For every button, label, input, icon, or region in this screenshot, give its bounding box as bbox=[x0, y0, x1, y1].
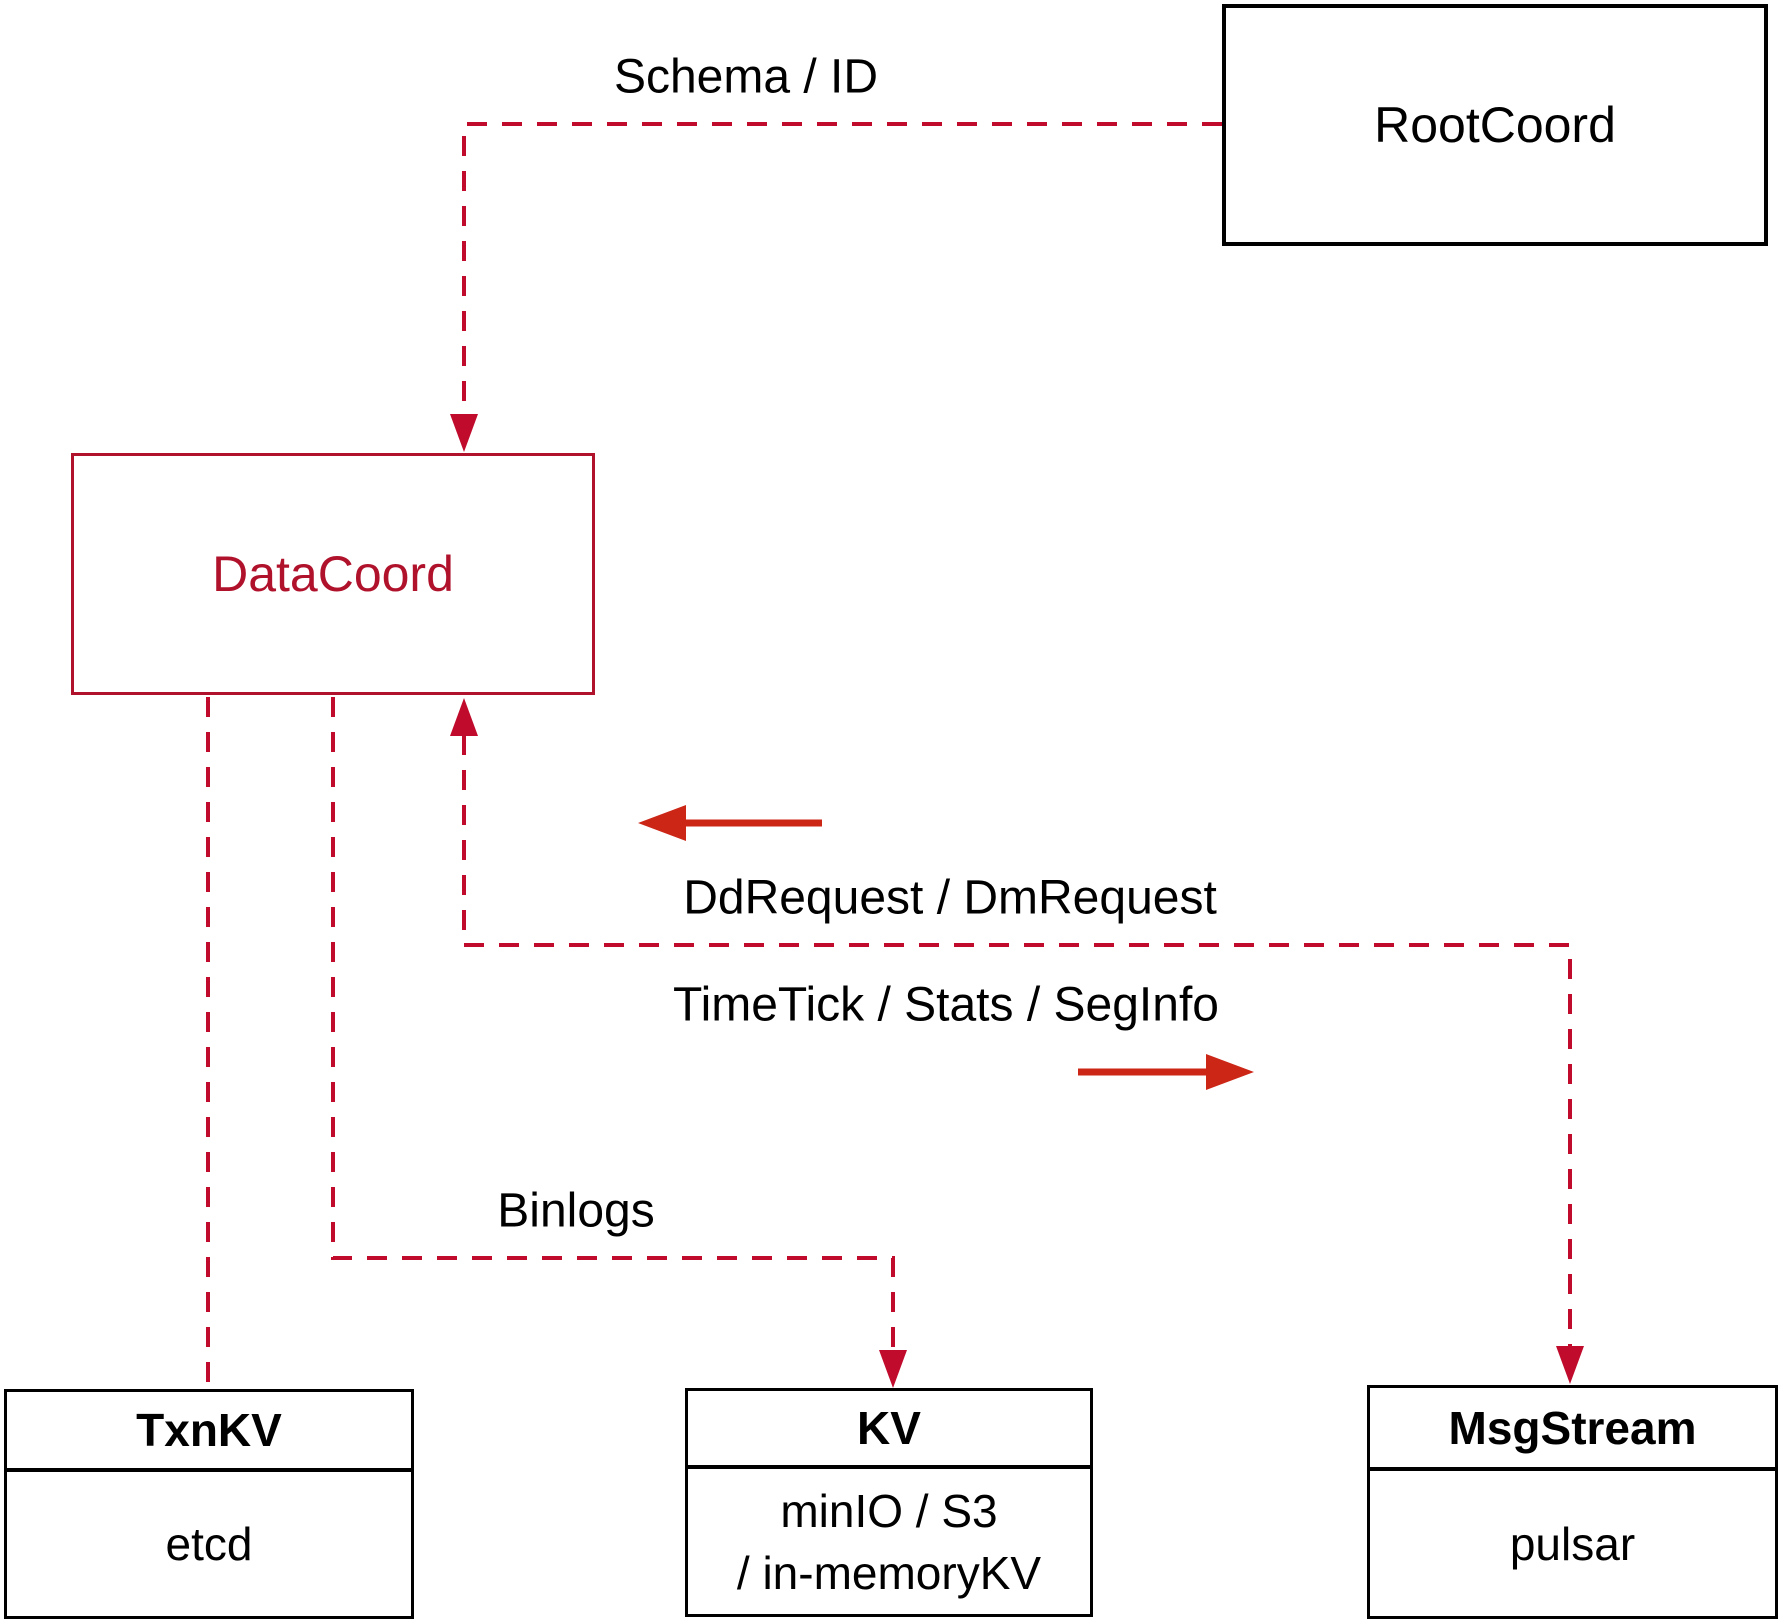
kv-header: KV bbox=[688, 1391, 1090, 1469]
node-datacoord: DataCoord bbox=[71, 453, 595, 695]
rootcoord-label: RootCoord bbox=[1374, 97, 1616, 153]
schema-id-dashed-line bbox=[462, 122, 1222, 413]
schema-id-connector bbox=[450, 122, 1222, 452]
edge-label-dd-dm-request: DdRequest / DmRequest bbox=[683, 871, 1217, 925]
msgstream-body-text: pulsar bbox=[1509, 1517, 1636, 1570]
arrowhead-down-icon bbox=[879, 1350, 907, 1388]
timetick-direction-right-arrow-icon bbox=[1078, 1054, 1254, 1090]
txnkv-header: TxnKV bbox=[7, 1392, 411, 1472]
arrowhead-down-icon bbox=[1556, 1346, 1584, 1384]
node-kv: KV minIO / S3 / in-memoryKV bbox=[685, 1388, 1093, 1617]
msgstream-header: MsgStream bbox=[1370, 1388, 1775, 1471]
right-arrowhead-icon bbox=[1206, 1054, 1254, 1090]
node-txnkv: TxnKV etcd bbox=[4, 1389, 414, 1619]
msgstream-body: pulsar bbox=[1370, 1471, 1775, 1616]
dd-dm-direction-left-arrow-icon bbox=[638, 805, 822, 841]
node-rootcoord: RootCoord bbox=[1222, 4, 1768, 246]
edge-label-schema-id: Schema / ID bbox=[613, 50, 879, 104]
edge-label-timetick-stats-seginfo: TimeTick / Stats / SegInfo bbox=[673, 978, 1219, 1032]
msgstream-channel-connector bbox=[450, 698, 1584, 1384]
txnkv-body: etcd bbox=[7, 1472, 411, 1616]
binlogs-connector bbox=[331, 697, 907, 1388]
msgstream-dashed-line bbox=[462, 735, 1572, 1346]
left-arrowhead-icon bbox=[638, 805, 686, 841]
edge-label-binlogs: Binlogs bbox=[497, 1184, 655, 1238]
arrowhead-up-icon bbox=[450, 698, 478, 736]
node-msgstream: MsgStream pulsar bbox=[1367, 1385, 1778, 1619]
datacoord-label: DataCoord bbox=[212, 546, 454, 602]
kv-body-line1: minIO / S3 bbox=[780, 1484, 998, 1537]
kv-body-line2: / in-memoryKV bbox=[736, 1546, 1042, 1599]
kv-body: minIO / S3 / in-memoryKV bbox=[688, 1469, 1090, 1614]
txnkv-body-text: etcd bbox=[165, 1518, 253, 1570]
arrowhead-down-icon bbox=[450, 414, 478, 452]
